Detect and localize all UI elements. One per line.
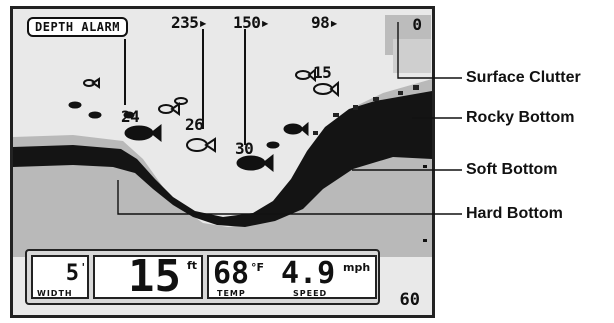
fish-outlines [83,67,339,153]
depth-unit: ft [186,259,197,272]
callout-surface-clutter: Surface Clutter [466,69,581,86]
sonar-screen: DEPTH ALARM 0 235▸ 150▸ 98▸ 15 24 26 30 … [10,6,435,318]
range-top-value: 0 [412,15,422,34]
depth-label-24: 24 [121,107,140,126]
fish-symbols [68,101,309,173]
speed-unit: mph [343,261,371,274]
callout-rocky-bottom: Rocky Bottom [466,109,575,126]
width-unit: ' [81,261,85,274]
depth-markers [124,29,246,145]
speed-label: SPEED [293,289,328,298]
depth-cell: 15 ft [93,255,203,299]
depth-label-235: 235▸ [171,13,208,32]
width-value: 5 [65,261,79,286]
readout-panel: 5 ' WIDTH 15 ft 68 °F 4.9 mph TEMP SPEED [25,249,380,305]
depth-label-98: 98▸ [311,13,339,32]
depth-label-15: 15 [313,63,332,82]
width-label: WIDTH [37,289,73,298]
bottom-dark [13,91,432,227]
range-bottom-value: 60 [399,290,420,310]
width-cell: 5 ' WIDTH [31,255,89,299]
temp-unit: °F [251,261,265,274]
speed-value: 4.9 [281,256,336,291]
depth-value: 15 [128,251,181,302]
depth-label-150: 150▸ [233,13,270,32]
surface-clutter [385,15,431,73]
scale-ticks [423,165,427,242]
depth-label-26: 26 [185,115,204,134]
depth-label-30: 30 [235,139,254,158]
temp-value: 68 [213,256,250,291]
temp-label: TEMP [217,289,246,298]
callout-hard-bottom: Hard Bottom [466,205,563,222]
rocky-texture [313,85,419,135]
temp-speed-cell: 68 °F 4.9 mph TEMP SPEED [207,255,377,299]
depth-alarm-badge: DEPTH ALARM [27,17,128,37]
callout-soft-bottom: Soft Bottom [466,161,558,178]
